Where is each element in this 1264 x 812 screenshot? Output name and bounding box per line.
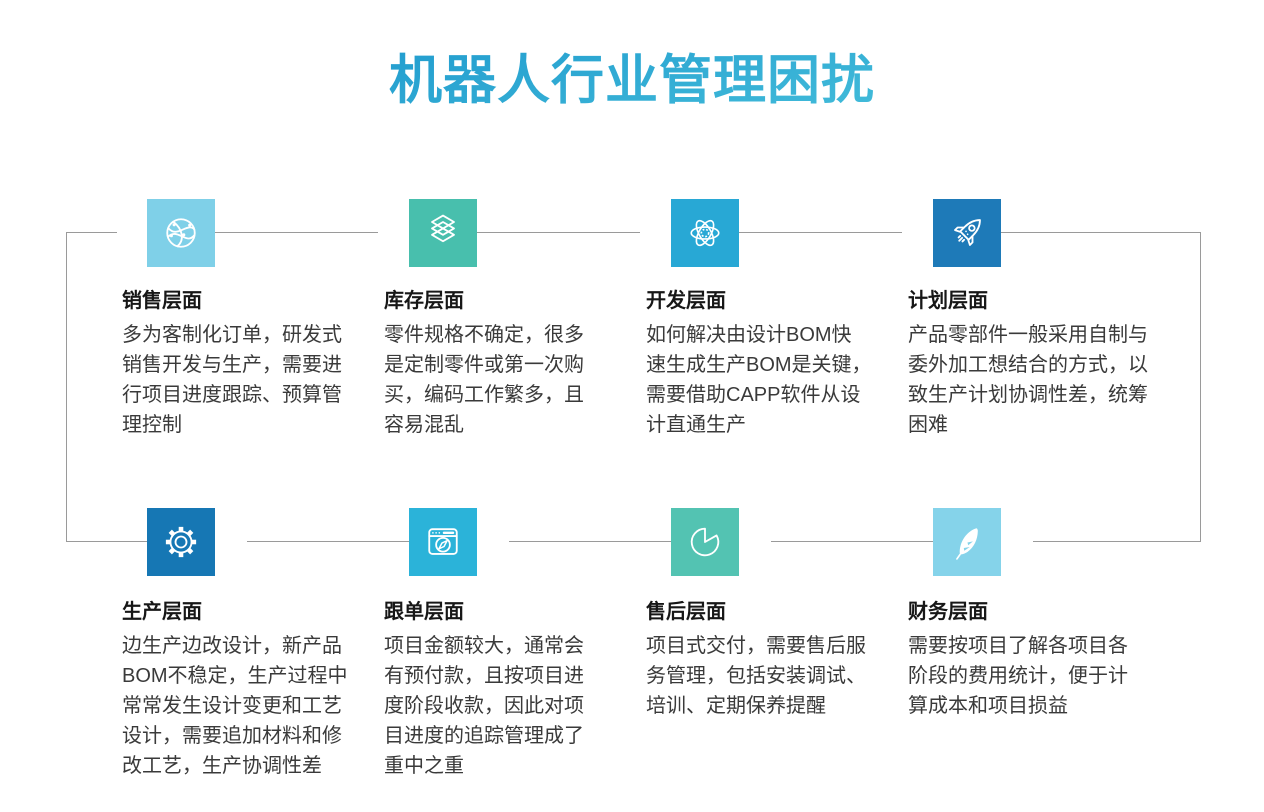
card-sales-heading: 销售层面 bbox=[122, 290, 202, 312]
card-after-sales: 售后层面 项目式交付，需要售后服 务管理，包括安装调试、 培训、定期保养提醒 bbox=[646, 600, 908, 721]
card-after-sales-body: 项目式交付，需要售后服 务管理，包括安装调试、 培训、定期保养提醒 bbox=[646, 635, 866, 717]
connector-left-vertical bbox=[66, 232, 67, 542]
atom-icon bbox=[671, 199, 739, 267]
connector-row1-seg5 bbox=[1000, 232, 1200, 233]
connector-row2-seg3 bbox=[509, 541, 671, 542]
connector-row1-seg2 bbox=[215, 232, 378, 233]
card-inventory-body: 零件规格不确定，很多 是定制零件或第一次购 买，编码工作繁多，且 容易混乱 bbox=[384, 324, 584, 436]
pie-chart-icon bbox=[671, 508, 739, 576]
card-development-body: 如何解决由设计BOM快 速生成生产BOM是关键， 需要借助CAPP软件从设 计直… bbox=[646, 324, 872, 436]
card-order-tracking-heading: 跟单层面 bbox=[384, 601, 464, 623]
card-production-body: 边生产边改设计，新产品 BOM不稳定，生产过程中 常常发生设计变更和工艺 设计，… bbox=[122, 635, 348, 777]
card-order-tracking-body: 项目金额较大，通常会 有预付款，且按项目进 度阶段收款，因此对项 目进度的追踪管… bbox=[384, 635, 584, 777]
card-planning: 计划层面 产品零部件一般采用自制与 委外加工想结合的方式，以 致生产计划协调性差… bbox=[908, 289, 1170, 440]
card-sales: 销售层面 多为客制化订单，研发式 销售开发与生产，需要进 行项目进度跟踪、预算管… bbox=[122, 289, 384, 440]
connector-row1-seg4 bbox=[738, 232, 902, 233]
rocket-icon bbox=[933, 199, 1001, 267]
card-finance: 财务层面 需要按项目了解各项目各 阶段的费用统计，便于计 算成本和项目损益 bbox=[908, 600, 1170, 721]
card-production: 生产层面 边生产边改设计，新产品 BOM不稳定，生产过程中 常常发生设计变更和工… bbox=[122, 600, 384, 781]
connector-row1-seg1 bbox=[66, 232, 117, 233]
card-development: 开发层面 如何解决由设计BOM快 速生成生产BOM是关键， 需要借助CAPP软件… bbox=[646, 289, 908, 440]
card-inventory-heading: 库存层面 bbox=[384, 290, 464, 312]
page-title: 机器人行业管理困扰 bbox=[0, 38, 1264, 114]
connector-row2-seg5 bbox=[1033, 541, 1200, 542]
card-finance-heading: 财务层面 bbox=[908, 601, 988, 623]
network-globe-icon bbox=[147, 199, 215, 267]
card-inventory: 库存层面 零件规格不确定，很多 是定制零件或第一次购 买，编码工作繁多，且 容易… bbox=[384, 289, 646, 440]
gear-icon bbox=[147, 508, 215, 576]
feather-icon bbox=[933, 508, 1001, 576]
card-order-tracking: 跟单层面 项目金额较大，通常会 有预付款，且按项目进 度阶段收款，因此对项 目进… bbox=[384, 600, 646, 781]
card-sales-body: 多为客制化订单，研发式 销售开发与生产，需要进 行项目进度跟踪、预算管 理控制 bbox=[122, 324, 342, 436]
card-production-heading: 生产层面 bbox=[122, 601, 202, 623]
connector-right-vertical bbox=[1200, 232, 1201, 542]
connector-row2-seg1 bbox=[66, 541, 147, 542]
layers-icon bbox=[409, 199, 477, 267]
connector-row1-seg3 bbox=[476, 232, 640, 233]
card-planning-heading: 计划层面 bbox=[908, 290, 988, 312]
card-planning-body: 产品零部件一般采用自制与 委外加工想结合的方式，以 致生产计划协调性差，统筹 困… bbox=[908, 324, 1148, 436]
card-development-heading: 开发层面 bbox=[646, 290, 726, 312]
card-after-sales-heading: 售后层面 bbox=[646, 601, 726, 623]
browser-compass-icon bbox=[409, 508, 477, 576]
connector-row2-seg2 bbox=[247, 541, 409, 542]
card-finance-body: 需要按项目了解各项目各 阶段的费用统计，便于计 算成本和项目损益 bbox=[908, 635, 1128, 717]
connector-row2-seg4 bbox=[771, 541, 933, 542]
